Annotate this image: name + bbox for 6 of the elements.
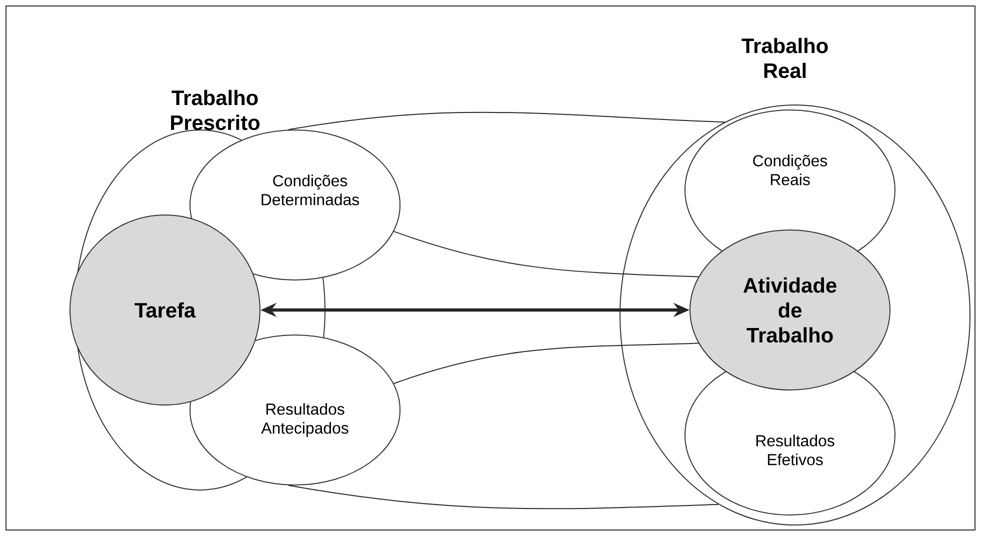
heading: Trabalho Prescrito [171,90,260,130]
heading: Trabalho Real [742,38,828,78]
connector-line [393,230,699,278]
connector-line [393,342,699,384]
connector-line [288,484,719,510]
connector-line [288,112,726,130]
